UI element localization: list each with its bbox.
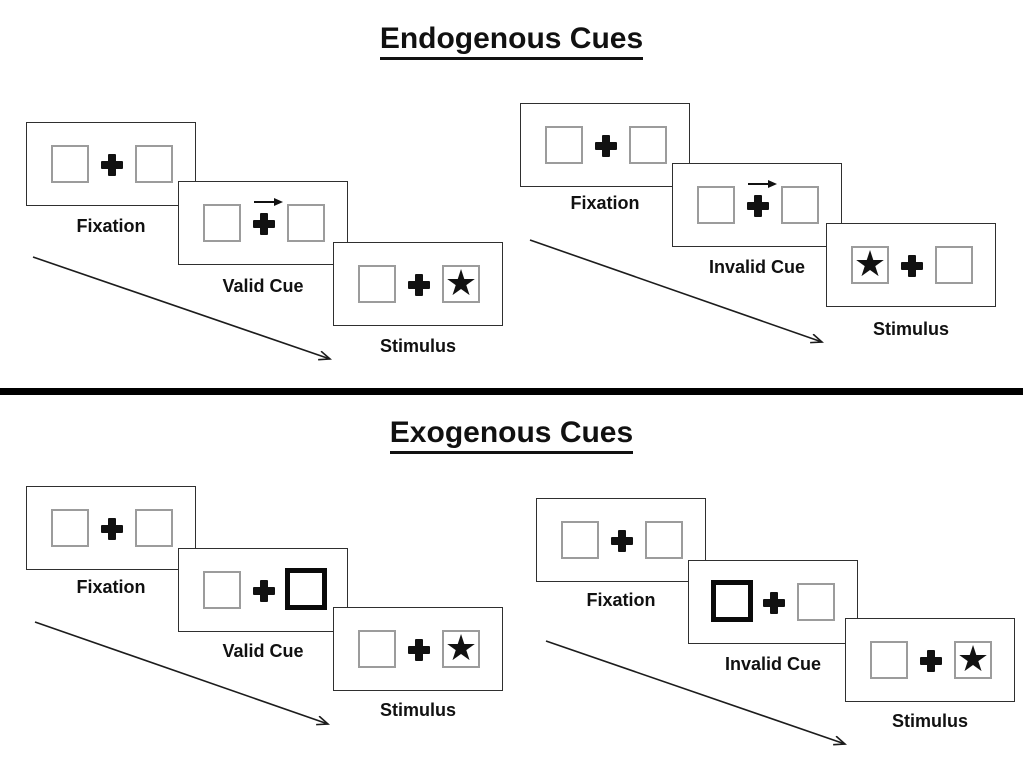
- left-box: [203, 204, 241, 242]
- exogenous-section-title: Exogenous Cues: [0, 416, 1023, 454]
- step-label: Invalid Cue: [708, 257, 806, 277]
- step-label: Stimulus: [872, 319, 949, 339]
- star-icon: ★: [853, 243, 887, 284]
- highlighted-left-box: [711, 580, 753, 622]
- fixation-cross-icon: [101, 518, 123, 540]
- fixation-cross-icon: [747, 195, 769, 217]
- valid-cue-panel: [178, 548, 348, 632]
- fixation-cross-icon: [763, 592, 785, 614]
- step-label: Valid Cue: [222, 641, 304, 661]
- step-label: Fixation: [586, 590, 656, 610]
- fixation-panel: [536, 498, 706, 582]
- fixation-cross-icon: [408, 639, 430, 661]
- stimulus-panel: ★: [826, 223, 996, 307]
- invalid-cue-panel: [688, 560, 858, 644]
- right-box: ★: [442, 630, 480, 668]
- timeline-arrow: [529, 239, 822, 342]
- left-box: [51, 145, 89, 183]
- fixation-panel: [26, 122, 196, 206]
- fixation-cross-icon: [920, 650, 942, 672]
- timeline-arrow: [34, 621, 328, 724]
- stimulus-panel: ★: [333, 607, 503, 691]
- fixation-panel: [26, 486, 196, 570]
- left-box: [358, 265, 396, 303]
- step-label: Valid Cue: [222, 276, 304, 296]
- fixation-panel: [520, 103, 690, 187]
- right-box: ★: [954, 641, 992, 679]
- right-box: [797, 583, 835, 621]
- fixation-cross-icon: [901, 255, 923, 277]
- right-box: [135, 145, 173, 183]
- step-label: Stimulus: [379, 700, 456, 720]
- stimulus-panel: ★: [845, 618, 1015, 702]
- step-label: Invalid Cue: [724, 654, 822, 674]
- fixation-cross-icon: [611, 530, 633, 552]
- right-box: [135, 509, 173, 547]
- fixation-cross-icon: [595, 135, 617, 157]
- step-label: Fixation: [76, 577, 146, 597]
- left-box: [358, 630, 396, 668]
- section-divider: [0, 388, 1023, 395]
- star-icon: ★: [444, 262, 478, 303]
- cue-arrow-right-icon: [254, 198, 283, 206]
- star-icon: ★: [444, 627, 478, 668]
- left-box: [561, 521, 599, 559]
- right-box: [287, 204, 325, 242]
- fixation-cross-icon: [408, 274, 430, 296]
- invalid-cue-panel: [672, 163, 842, 247]
- left-box: ★: [851, 246, 889, 284]
- cue-arrow-right-icon: [748, 180, 777, 188]
- right-box: [629, 126, 667, 164]
- step-label: Fixation: [570, 193, 640, 213]
- fixation-cross-icon: [253, 580, 275, 602]
- right-box: [645, 521, 683, 559]
- highlighted-right-box: [285, 568, 327, 610]
- right-box: [935, 246, 973, 284]
- fixation-cross-icon: [253, 213, 275, 235]
- step-label: Fixation: [76, 216, 146, 236]
- right-box: [781, 186, 819, 224]
- endogenous-section-title: Endogenous Cues: [0, 22, 1023, 60]
- left-box: [545, 126, 583, 164]
- step-label: Stimulus: [379, 336, 456, 356]
- left-box: [51, 509, 89, 547]
- star-icon: ★: [956, 638, 990, 679]
- valid-cue-panel: [178, 181, 348, 265]
- right-box: ★: [442, 265, 480, 303]
- left-box: [697, 186, 735, 224]
- left-box: [870, 641, 908, 679]
- left-box: [203, 571, 241, 609]
- step-label: Stimulus: [891, 711, 968, 731]
- fixation-cross-icon: [101, 154, 123, 176]
- stimulus-panel: ★: [333, 242, 503, 326]
- timeline-arrow: [32, 256, 330, 359]
